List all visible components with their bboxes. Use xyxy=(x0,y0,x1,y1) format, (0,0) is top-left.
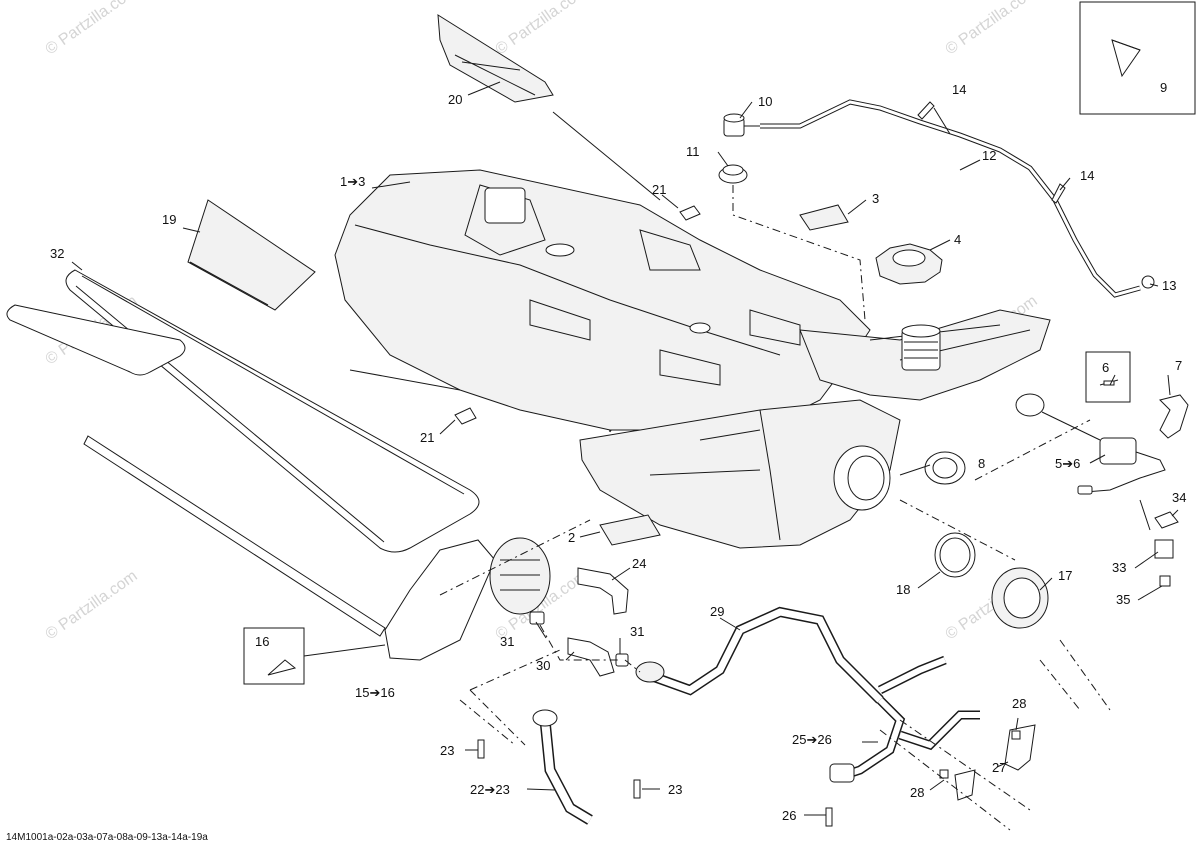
part-13-cap[interactable] xyxy=(1141,275,1155,289)
callout-32[interactable]: 32 xyxy=(50,246,64,261)
part-8-connector[interactable] xyxy=(924,451,966,485)
part-filler-neck[interactable] xyxy=(901,324,941,371)
part-19-deflector[interactable] xyxy=(187,199,316,311)
callout-14-top[interactable]: 14 xyxy=(952,82,966,97)
part-28-nut[interactable] xyxy=(939,769,949,779)
callout-21-bottom[interactable]: 21 xyxy=(420,430,434,445)
callout-19[interactable]: 19 xyxy=(162,212,176,227)
callout-30[interactable]: 30 xyxy=(536,658,550,673)
callout-33[interactable]: 33 xyxy=(1112,560,1126,575)
part-9-callout-box xyxy=(1079,1,1196,115)
callout-27[interactable]: 27 xyxy=(992,760,1006,775)
part-14-clip[interactable] xyxy=(917,101,935,120)
part-10-vent-valve[interactable] xyxy=(723,113,760,137)
part-23-clamp[interactable] xyxy=(477,739,485,759)
callout-11[interactable]: 11 xyxy=(686,144,700,159)
callout-4[interactable]: 4 xyxy=(954,232,961,247)
callout-7[interactable]: 7 xyxy=(1175,358,1182,373)
callout-29[interactable]: 29 xyxy=(710,604,724,619)
callout-5-6[interactable]: 5➔6 xyxy=(1055,456,1080,471)
part-33-bracket[interactable] xyxy=(1154,539,1174,559)
callout-28-top[interactable]: 28 xyxy=(1012,696,1026,711)
callout-24[interactable]: 24 xyxy=(632,556,646,571)
part-2-pad[interactable] xyxy=(599,514,661,546)
part-22-elbow-hose[interactable] xyxy=(532,709,593,825)
part-21-clip[interactable] xyxy=(679,205,701,221)
part-3-pad[interactable] xyxy=(799,204,849,231)
callout-3[interactable]: 3 xyxy=(872,191,879,206)
part-1-fuel-tank-shell[interactable] xyxy=(334,169,871,431)
callout-23-left[interactable]: 23 xyxy=(440,743,454,758)
leader-lines xyxy=(71,81,1179,816)
callout-16[interactable]: 16 xyxy=(255,634,269,649)
part-25-fuel-line[interactable] xyxy=(829,655,980,783)
part-27-bracket[interactable] xyxy=(954,769,976,801)
part-21-clip[interactable] xyxy=(454,407,477,425)
part-29-fuel-line[interactable] xyxy=(635,606,884,704)
callout-12[interactable]: 12 xyxy=(982,148,996,163)
part-5-fuel-pump[interactable] xyxy=(1015,393,1166,495)
part-23-clamp[interactable] xyxy=(633,779,641,799)
callout-15-16[interactable]: 15➔16 xyxy=(355,685,395,700)
part-28-nut[interactable] xyxy=(1011,730,1021,740)
callout-21-top[interactable]: 21 xyxy=(652,182,666,197)
callout-25-26[interactable]: 25➔26 xyxy=(792,732,832,747)
diagram-code: 14M1001a-02a-03a-07a-08a-09-13a-14a-19a xyxy=(6,832,208,843)
callout-14-mid[interactable]: 14 xyxy=(1080,168,1094,183)
callout-1-3[interactable]: 1➔3 xyxy=(340,174,365,189)
callout-31-right[interactable]: 31 xyxy=(630,624,644,639)
callout-13[interactable]: 13 xyxy=(1162,278,1176,293)
part-tank-outlet[interactable] xyxy=(833,445,891,511)
callout-9[interactable]: 9 xyxy=(1160,80,1167,95)
part-12-vent-hose[interactable] xyxy=(760,99,1141,298)
part-17-lock-ring[interactable] xyxy=(991,567,1049,629)
callout-10[interactable]: 10 xyxy=(758,94,772,109)
callout-20[interactable]: 20 xyxy=(448,92,462,107)
callout-18[interactable]: 18 xyxy=(896,582,910,597)
watermark: © Partzilla.com xyxy=(493,0,591,58)
part-14-clip[interactable] xyxy=(1051,183,1066,204)
watermark: © Partzilla.com xyxy=(43,0,141,58)
callout-26[interactable]: 26 xyxy=(782,808,796,823)
callout-28-bottom[interactable]: 28 xyxy=(910,785,924,800)
part-20-bracket[interactable] xyxy=(437,14,554,103)
callout-22-23[interactable]: 22➔23 xyxy=(470,782,510,797)
part-side-pad[interactable] xyxy=(6,304,186,376)
callout-34[interactable]: 34 xyxy=(1172,490,1186,505)
part-rod[interactable] xyxy=(83,435,386,637)
part-24-elbow-hose[interactable] xyxy=(577,567,629,615)
part-11-grommet[interactable] xyxy=(718,164,748,184)
part-16-callout-box xyxy=(243,627,305,685)
part-31-fitting[interactable] xyxy=(615,653,629,667)
part-4-fuel-cap[interactable] xyxy=(875,243,943,285)
callout-8[interactable]: 8 xyxy=(978,456,985,471)
assembly-lines xyxy=(439,185,1111,831)
callout-17[interactable]: 17 xyxy=(1058,568,1072,583)
part-18-o-ring[interactable] xyxy=(934,532,976,578)
part-7-hose[interactable] xyxy=(1159,394,1189,439)
part-35-nut[interactable] xyxy=(1159,575,1171,587)
part-2-fuel-tank-body[interactable] xyxy=(579,399,901,549)
callout-labels: 1➔3 2 3 4 5➔6 6 7 8 9 10 11 12 13 14 14 … xyxy=(50,80,1186,823)
callout-2[interactable]: 2 xyxy=(568,530,575,545)
part-6-callout-box xyxy=(1085,351,1131,403)
callout-6[interactable]: 6 xyxy=(1102,360,1109,375)
callout-31-left[interactable]: 31 xyxy=(500,634,514,649)
part-26-clip[interactable] xyxy=(825,807,833,827)
callout-35[interactable]: 35 xyxy=(1116,592,1130,607)
watermark: © Partzilla.com xyxy=(43,568,141,644)
part-34-clip[interactable] xyxy=(1154,511,1179,529)
watermark: © Partzilla.com xyxy=(943,0,1041,58)
part-15-pump-module[interactable] xyxy=(384,537,551,661)
part-31-fitting[interactable] xyxy=(529,611,545,625)
callout-23-right[interactable]: 23 xyxy=(668,782,682,797)
part-30-connector[interactable] xyxy=(567,637,615,677)
